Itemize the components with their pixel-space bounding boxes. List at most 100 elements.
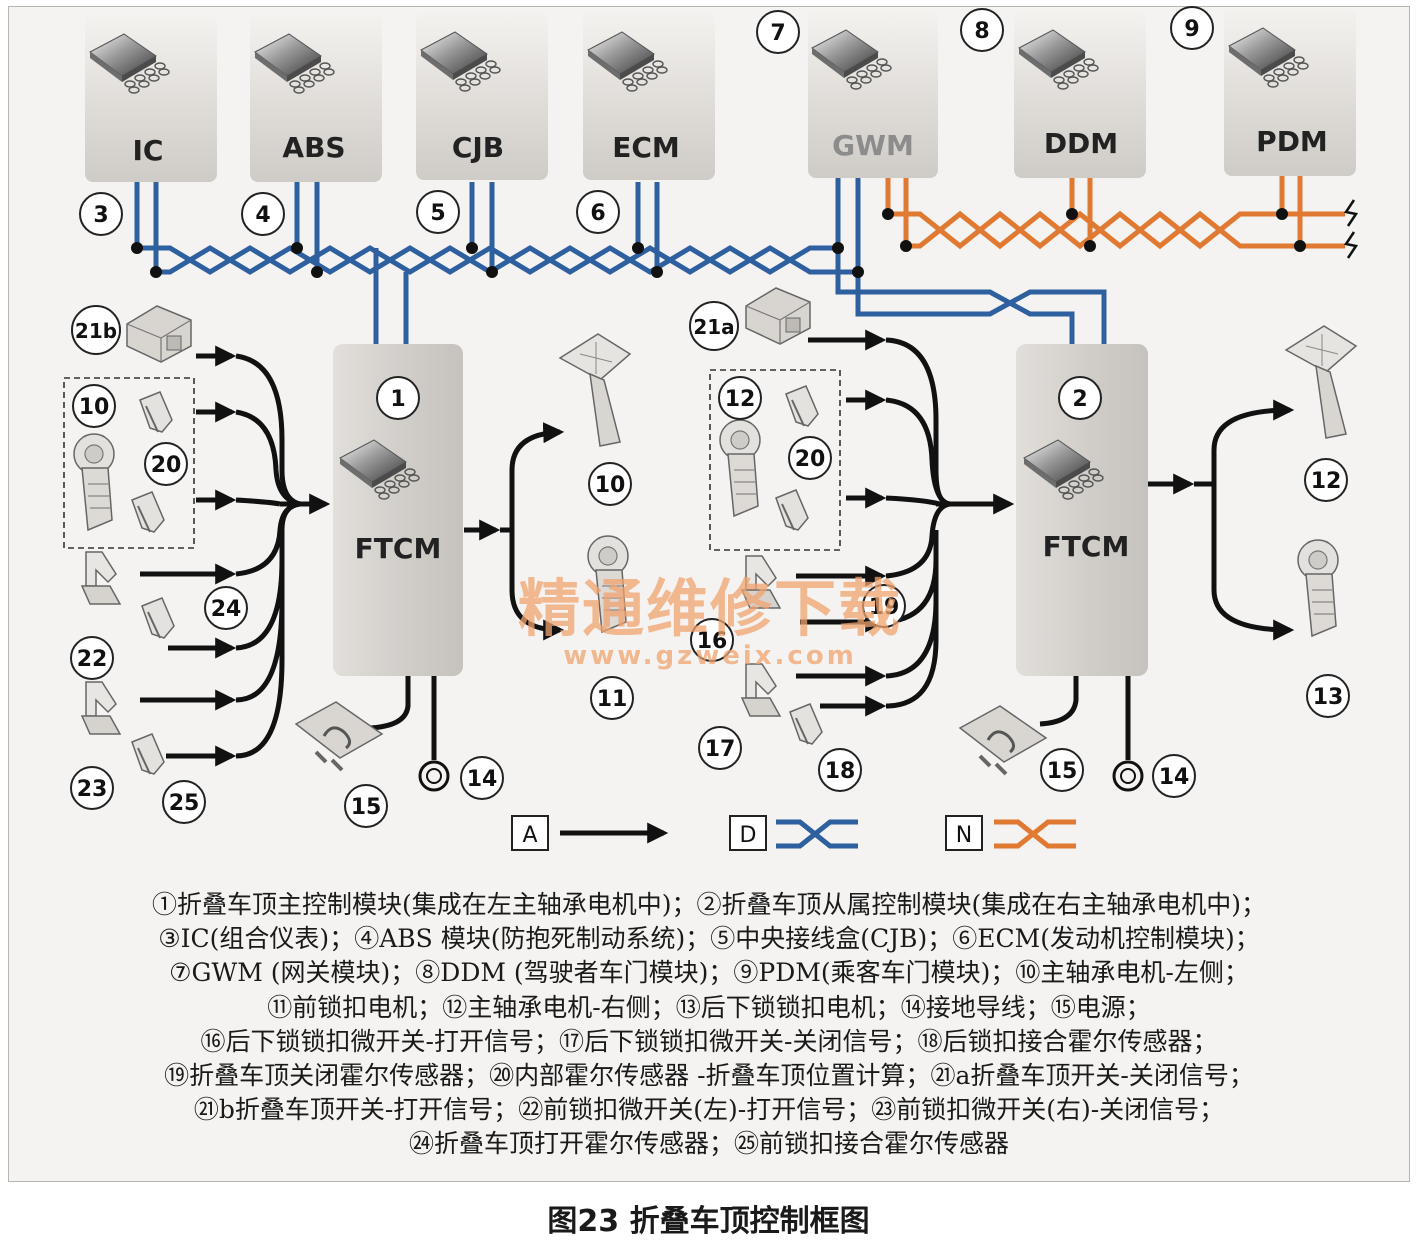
svg-text:N: N [956,823,972,848]
svg-text:15: 15 [351,795,382,820]
power-fuse-icon [958,704,1048,776]
callout-9: 9 [1170,6,1214,50]
callout-5: 5 [416,190,460,234]
top-module-gwm: GWM [808,10,938,178]
main-motor-left-output-icon [559,333,631,447]
svg-text:22: 22 [77,647,108,672]
legend-line: ⑪前锁扣电机；⑫主轴承电机-右侧；⑬后下锁锁扣电机；⑭接地导线；⑮电源； [267,992,1151,1022]
svg-text:14: 14 [467,767,498,792]
callout-2: 2 [1058,376,1102,420]
callout-6: 6 [576,190,620,234]
svg-text:21a: 21a [693,315,734,339]
callout-12-out: 12 [1304,458,1348,502]
callout-12: 12 [718,376,762,420]
top-module-abs: ABS [250,14,382,182]
top-module-ic: IC [85,14,217,182]
callout-24: 24 [204,586,248,630]
callout-14: 14 [1152,754,1196,798]
rear-lower-latch-motor-icon [1297,539,1339,637]
svg-text:5: 5 [430,201,445,226]
callout-13: 13 [1306,674,1350,718]
svg-text:19: 19 [869,595,900,620]
svg-text:D: D [740,823,757,848]
bus-n [885,176,1345,250]
hall-sensor-icon [139,391,173,433]
module-label-ddm: DDM [1044,127,1118,160]
legend-line: ③IC(组合仪表)；④ABS 模块(防抱死制动系统)；⑤中央接线盒(CJB)；⑥… [158,924,1260,954]
watermark-title: 精通维修下载 [518,572,902,645]
top-module-pdm: PDM [1224,8,1356,176]
ftcm-label-2: FTCM [1043,530,1130,563]
ftcm-label-1: FTCM [355,532,442,565]
callout-11: 11 [590,676,634,720]
roof-switch-close-icon [745,287,811,345]
svg-text:25: 25 [169,791,200,816]
module-label-abs: ABS [282,131,345,164]
svg-text:24: 24 [211,597,242,622]
hall-sensor-icon [131,491,165,533]
svg-text:10: 10 [595,473,626,498]
svg-text:13: 13 [1313,685,1344,710]
callout-10-out: 10 [588,462,632,506]
svg-text:14: 14 [1159,765,1190,790]
svg-text:6: 6 [590,201,605,226]
main-motor-right-output-icon [1285,325,1357,439]
callout-15: 15 [1040,748,1084,792]
hall-sensor-icon [785,385,819,427]
module-label-ecm: ECM [612,131,680,164]
svg-text:10: 10 [79,395,110,420]
callout-7: 7 [756,10,800,54]
callout-8: 8 [960,8,1004,52]
callout-21b: 21b [71,305,121,355]
callout-1: 1 [376,376,420,420]
hall-sensor-icon [131,733,165,775]
watermark: 精通维修下载 www.gzweix.com [518,572,902,671]
right-sensor-group-box [709,369,841,551]
legend-key-n: N [945,815,1076,851]
legend-line: ㉔折叠车顶打开霍尔传感器；㉕前锁扣接合霍尔传感器 [408,1129,1009,1159]
top-module-cjb: CJB [416,12,548,180]
callout-20: 20 [788,436,832,480]
svg-text:20: 20 [151,453,182,478]
svg-text:3: 3 [93,203,108,228]
legend-line: ㉑b折叠车顶开关-打开信号；㉒前锁扣微开关(左)-打开信号；㉓前锁扣微开关(右)… [193,1095,1225,1125]
legend-line: ⑦GWM (网关模块)；⑧DDM (驾驶者车门模块)；⑨PDM(乘客车门模块)；… [169,958,1249,988]
module-label-cjb: CJB [452,131,504,164]
svg-text:8: 8 [974,19,989,44]
svg-text:4: 4 [255,203,270,228]
callout-18: 18 [818,748,862,792]
callout-15: 15 [344,784,388,828]
ftcm-module-1: FTCM [333,344,463,676]
callout-10: 10 [72,384,116,428]
module-label-pdm: PDM [1256,125,1328,158]
main-motor-right-icon [719,419,761,517]
ground-terminal-icon [1112,760,1144,792]
can-bus-d [134,178,1107,344]
right-input-wires [796,329,1015,717]
svg-text:15: 15 [1047,759,1078,784]
svg-text:17: 17 [705,737,736,762]
legend-line: ⑯后下锁锁扣微开关-打开信号；⑰后下锁锁扣微开关-关闭信号；⑱后锁扣接合霍尔传感… [200,1026,1218,1056]
callout-23: 23 [70,766,114,810]
svg-text:16: 16 [697,629,728,654]
top-module-ddm: DDM [1014,10,1146,178]
svg-text:20: 20 [795,447,826,472]
callout-14: 14 [460,756,504,800]
front-latch-switch-icon [81,551,121,605]
svg-text:7: 7 [770,21,785,46]
svg-text:A: A [522,823,537,848]
legend-line: ①折叠车顶主控制模块(集成在左主轴承电机中)；②折叠车顶从属控制模块(集成在右主… [151,890,1267,919]
legend-line: ⑲折叠车顶关闭霍尔传感器；⑳内部霍尔传感器 -折叠车顶位置计算；㉑a折叠车顶开关… [164,1061,1254,1091]
legend-key-d: D [729,815,858,851]
bus-n-nodes [882,208,1306,252]
rear-latch-switch-icon [741,663,781,717]
svg-text:18: 18 [825,759,856,784]
can-bus-nodes [131,242,864,278]
bus-n-break-marks [1343,199,1359,259]
ftcm1-output-wires [369,422,565,760]
callout-19: 19 [862,584,906,628]
callout-22: 22 [70,636,114,680]
hall-sensor-icon [141,597,175,639]
module-label-ic: IC [133,134,164,167]
